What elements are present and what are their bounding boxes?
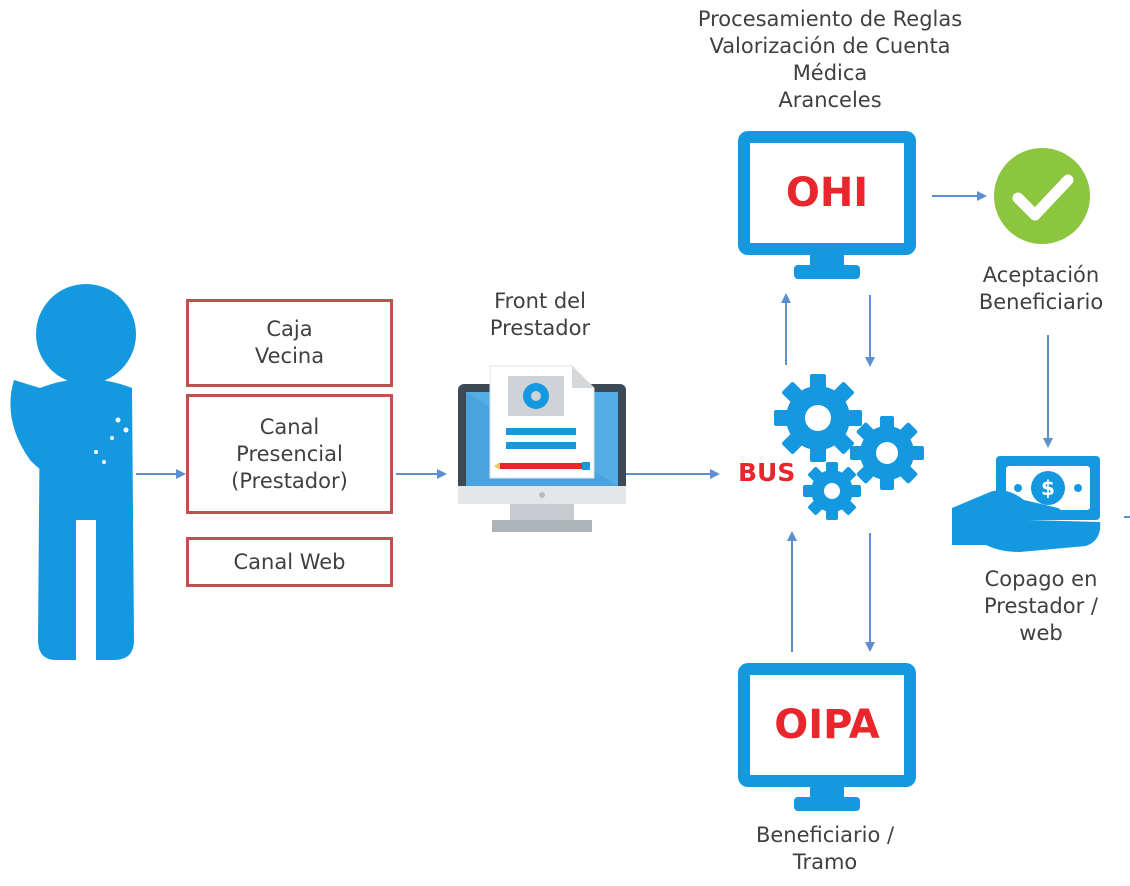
oipa-caption: Beneficiario / Tramo bbox=[755, 823, 895, 874]
ohi-monitor-icon bbox=[738, 131, 916, 279]
channel-canal-presencial: Canal Presencial (Prestador) bbox=[186, 394, 393, 514]
channel-caja-vecina-label: Caja Vecina bbox=[254, 317, 325, 368]
ohi-caption: Procesamiento de Reglas Valorización de … bbox=[697, 7, 963, 112]
oipa-monitor-icon bbox=[738, 663, 916, 811]
dollar-symbol: $ bbox=[1041, 476, 1055, 500]
gears-icon bbox=[774, 374, 924, 520]
ohi-label: OHI bbox=[785, 170, 869, 216]
money-hand-icon bbox=[952, 456, 1101, 552]
front-computer-icon bbox=[458, 365, 626, 532]
channel-canal-web-label: Canal Web bbox=[233, 549, 346, 574]
bus-label: BUS bbox=[738, 458, 796, 487]
channel-canal-web: Canal Web bbox=[186, 537, 393, 587]
flow-arrows bbox=[136, 191, 1130, 652]
oipa-label: OIPA bbox=[774, 702, 880, 748]
copay-caption: Copago en Prestador / web bbox=[984, 567, 1098, 645]
channel-caja-vecina: Caja Vecina bbox=[186, 299, 393, 387]
person-icon bbox=[10, 284, 136, 660]
channel-canal-presencial-label: Canal Presencial (Prestador) bbox=[231, 414, 348, 493]
front-caption: Front del Prestador bbox=[489, 289, 591, 340]
acceptance-caption: Aceptación Beneficiario bbox=[978, 263, 1104, 314]
check-icon bbox=[994, 148, 1090, 244]
